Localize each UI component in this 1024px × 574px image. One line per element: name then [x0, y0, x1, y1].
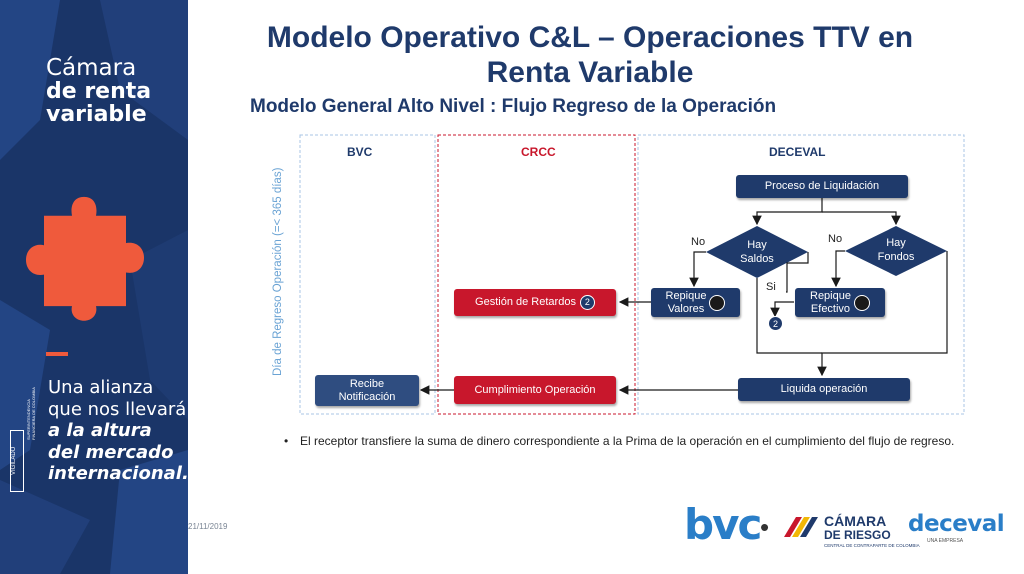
accent-dash: [46, 352, 68, 356]
node-label: Fondos: [877, 251, 915, 263]
slide-date: 21/11/2019: [188, 522, 228, 531]
edge-label-si: Si: [766, 281, 776, 293]
page-subtitle: Modelo General Alto Nivel : Flujo Regres…: [250, 96, 777, 117]
connector: [822, 211, 901, 226]
connector: [752, 198, 823, 226]
node-label: Hay: [886, 237, 906, 249]
timeline-vertical-label: Día de Regreso Operación (=< 365 días): [272, 167, 284, 376]
logo-separator: •: [760, 512, 770, 542]
node-label: Repique: [665, 289, 707, 302]
camara-logo-line-3: CENTRAL DE CONTRAPARTE DE COLOMBIA: [824, 543, 920, 548]
step-badge: 2: [768, 316, 783, 331]
bullet-note: • El receptor transfiere la suma de dine…: [284, 433, 964, 449]
brand-title-light: Cámara: [46, 55, 137, 81]
puzzle-piece-icon: [26, 196, 144, 321]
slogan-line-emphasis: del mercado: [48, 441, 174, 463]
step-badge: 2: [579, 295, 595, 310]
diamond-hay-saldos: [706, 226, 808, 278]
node-recibe-notificacion[interactable]: Recibe Notificación: [315, 375, 419, 406]
node-label: Notificación: [338, 390, 396, 403]
brand-title-bold: de renta variable: [46, 80, 176, 126]
sidebar-banner: Cámara de renta variable Una alianza que…: [0, 0, 188, 574]
node-label: Saldos: [740, 253, 774, 265]
connector: [770, 301, 794, 318]
deceval-logo: deceval: [908, 511, 1005, 537]
node-repique-efectivo[interactable]: Repique Efectivo: [795, 288, 885, 317]
deceval-logo-sub: UNA EMPRESA: [927, 538, 964, 544]
slogan-line-emphasis: a la altura: [48, 420, 152, 441]
node-hay-fondos[interactable]: Hay Fondos: [866, 236, 926, 264]
connector: [817, 251, 948, 377]
bvc-logo: bvc: [684, 500, 762, 549]
camara-logo-line-2: DE RIESGO: [824, 528, 891, 542]
lane-crcc-frame: [437, 134, 636, 415]
node-cumplimiento-operacion[interactable]: Cumplimiento Operación: [454, 376, 616, 404]
node-label: Repique: [810, 289, 851, 302]
connector: [831, 250, 845, 288]
node-label: Efectivo: [810, 302, 851, 315]
clock-icon: [709, 294, 726, 311]
clock-icon: [853, 294, 870, 311]
lane-bvc-frame: [299, 134, 436, 415]
bullet-dot: •: [284, 434, 289, 448]
node-gestion-retardos[interactable]: Gestión de Retardos 2: [454, 289, 616, 316]
edge-label-no: No: [691, 236, 706, 248]
diamond-hay-fondos: [845, 226, 947, 276]
lane-header-crcc: CRCC: [521, 145, 556, 159]
brand-line-1: de renta: [46, 79, 152, 104]
bullet-text: El receptor transfiere la suma de dinero…: [300, 434, 955, 448]
connector: [756, 278, 822, 354]
node-label: Valores: [667, 302, 705, 315]
lane-header-deceval: DECEVAL: [769, 145, 826, 159]
slogan-line: que nos llevará: [48, 398, 187, 420]
lane-deceval-frame: [637, 134, 965, 415]
node-label: Gestión de Retardos: [475, 296, 576, 308]
edge-label-no: No: [828, 233, 843, 245]
node-repique-valores[interactable]: Repique Valores: [651, 288, 740, 317]
node-label: Recibe: [349, 377, 385, 390]
node-hay-saldos[interactable]: Hay Saldos: [727, 238, 787, 266]
slogan-line-emphasis: internacional.: [48, 463, 188, 484]
node-liquida-operacion[interactable]: Liquida operación: [738, 378, 910, 401]
connector: [786, 252, 809, 293]
camara-riesgo-emblem-icon: [784, 517, 818, 537]
lane-header-bvc: BVC: [347, 145, 373, 159]
page-title: Modelo Operativo C&L – Operaciones TTV e…: [266, 21, 914, 89]
node-proceso-liquidacion[interactable]: Proceso de Liquidación: [736, 175, 908, 198]
slogan-line: Una alianza: [48, 377, 154, 398]
node-label: Hay: [747, 239, 767, 251]
puzzle-background: [0, 0, 188, 574]
slogan: Una alianza que nos llevará a la altura …: [48, 377, 188, 485]
brand-line-2: variable: [46, 102, 147, 127]
connector: [689, 251, 706, 288]
camara-logo-line-1: CÁMARA: [824, 513, 887, 529]
